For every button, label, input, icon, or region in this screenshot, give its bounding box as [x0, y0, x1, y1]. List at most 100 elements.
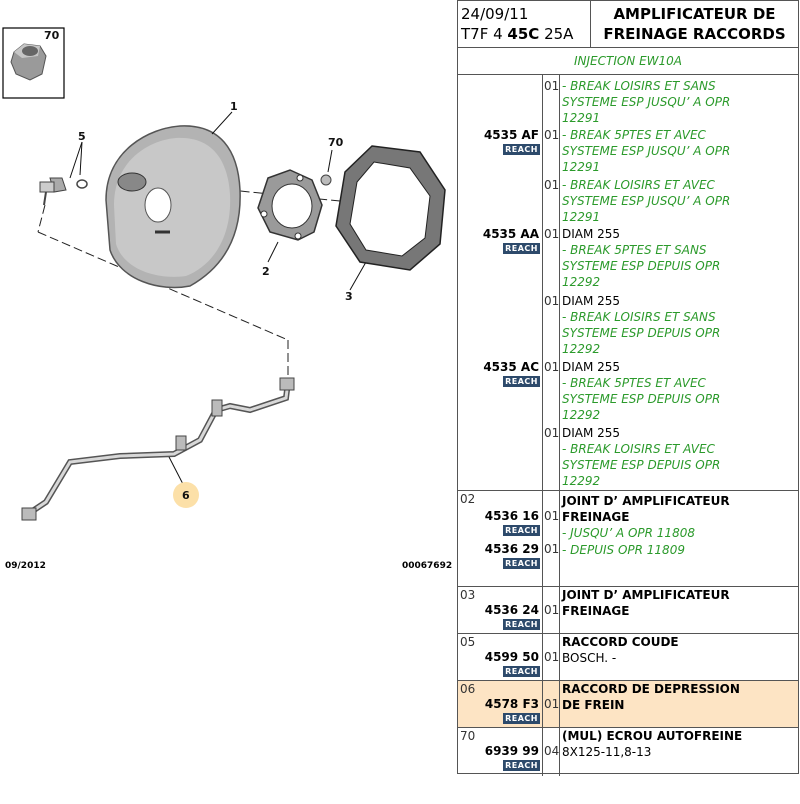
desc-line: RACCORD COUDE	[562, 635, 679, 649]
desc-line: - DEPUIS OPR 11809	[562, 543, 685, 557]
part-number[interactable]: 4599 50	[484, 650, 539, 664]
quantity: 01	[544, 79, 560, 93]
part-number[interactable]: 6939 99	[484, 744, 539, 758]
desc-line: SYSTEME ESP JUSQU’ A OPR	[562, 144, 731, 158]
desc-line: 12292	[562, 342, 601, 356]
part-number[interactable]: 4536 24	[484, 603, 539, 617]
desc-line: - BREAK 5PTES ET AVEC	[562, 128, 706, 142]
desc-line: SYSTEME ESP JUSQU’ A OPR	[562, 95, 731, 109]
header-meta: 24/09/11 T7F 4 45C 25A	[458, 1, 591, 47]
elbow-fitting	[39, 177, 88, 206]
item-index: 06	[460, 682, 476, 696]
callout-70: 70	[328, 136, 344, 149]
table-row[interactable]: 05 4599 50 REACH 01 RACCORD COUDE BOSCH.…	[458, 634, 798, 681]
header-code-bold: 45C	[507, 25, 540, 43]
header-code: T7F 4 45C 25A	[461, 24, 590, 44]
reach-badge: REACH	[503, 525, 540, 536]
callout-6-highlight[interactable]	[173, 482, 199, 508]
quantity: 01	[544, 542, 560, 556]
table-row[interactable]: 03 4536 24 REACH 01 JOINT D’ AMPLIFICATE…	[458, 587, 798, 634]
quantity: 01	[544, 294, 560, 308]
reach-badge: REACH	[503, 619, 540, 630]
reach-badge: REACH	[503, 666, 540, 677]
parts-diagram: 70	[2, 27, 453, 571]
small-nut-icon	[320, 174, 332, 186]
header-title: AMPLIFICATEUR DE FREINAGE RACCORDS	[591, 1, 798, 47]
nut-icon	[10, 43, 47, 81]
header-date: 24/09/11	[461, 5, 529, 23]
desc-line: 12291	[562, 210, 601, 224]
desc-line: DIAM 255	[562, 227, 621, 241]
diagram-ref: 00067692	[402, 561, 453, 571]
desc-line: - BREAK LOISIRS ET SANS	[562, 310, 716, 324]
desc-line: DE FREIN	[562, 698, 625, 712]
callout-6[interactable]: 6	[182, 489, 190, 502]
part-number[interactable]: 4535 AF	[483, 128, 539, 142]
desc-line: SYSTEME ESP DEPUIS OPR	[562, 259, 721, 273]
desc-line: - BREAK 5PTES ET AVEC	[562, 376, 706, 390]
engine-subheader: INJECTION EW10A	[458, 48, 798, 75]
reach-badge: REACH	[503, 243, 540, 254]
desc-line: 12292	[562, 474, 601, 488]
gasket-flange	[257, 169, 323, 241]
desc-line: BOSCH. -	[562, 651, 617, 665]
callout-3: 3	[345, 290, 353, 303]
desc-line: (MUL) ECROU AUTOFREINE	[562, 729, 743, 743]
header-title-line1: AMPLIFICATEUR DE	[613, 5, 776, 23]
quantity: 01	[544, 650, 560, 664]
desc-line: SYSTEME ESP DEPUIS OPR	[562, 326, 721, 340]
table-row[interactable]: 4535 AF REACH 4535 AA REACH 4535 AC REAC…	[458, 75, 798, 491]
reach-badge: REACH	[503, 713, 540, 724]
desc-line: SYSTEME ESP DEPUIS OPR	[562, 458, 721, 472]
header-title-line2: FREINAGE RACCORDS	[603, 25, 786, 43]
part-number[interactable]: 4536 29	[484, 542, 539, 556]
table-header: 24/09/11 T7F 4 45C 25A AMPLIFICATEUR DE …	[458, 1, 798, 48]
exploded-view-drawing: 70	[2, 27, 446, 521]
item-index: 70	[460, 729, 476, 743]
desc-line: JOINT D’ AMPLIFICATEUR	[562, 494, 730, 508]
diagram-date: 09/2012	[5, 561, 46, 571]
desc-line: DIAM 255	[562, 360, 621, 374]
desc-line: FREINAGE	[562, 604, 630, 618]
part-number[interactable]: 4578 F3	[484, 697, 539, 711]
part-number[interactable]: 4535 AC	[483, 360, 539, 374]
reach-badge: REACH	[503, 760, 540, 771]
reach-badge: REACH	[503, 558, 540, 569]
quantity: 01	[544, 178, 560, 192]
desc-line: FREINAGE	[562, 510, 630, 524]
table-row[interactable]: 70 6939 99 REACH 04 (MUL) ECROU AUTOFREI…	[458, 728, 798, 776]
reach-badge: REACH	[503, 376, 540, 387]
nut-inset: 70	[2, 27, 65, 99]
quantity: 01	[544, 603, 560, 617]
desc-line: - JUSQU’ A OPR 11808	[562, 526, 695, 540]
desc-line: DIAM 255	[562, 294, 621, 308]
quantity: 01	[544, 128, 560, 142]
table-row[interactable]: 02 4536 16 REACH 4536 29 REACH 01 01 JOI…	[458, 491, 798, 587]
item-index: 02	[460, 492, 476, 506]
desc-line: JOINT D’ AMPLIFICATEUR	[562, 588, 730, 602]
desc-line: RACCORD DE DEPRESSION	[562, 682, 740, 696]
desc-line: DIAM 255	[562, 426, 621, 440]
table-row-highlighted[interactable]: 06 4578 F3 REACH 01 RACCORD DE DEPRESSIO…	[458, 681, 798, 728]
quantity: 01	[544, 360, 560, 374]
desc-line: - BREAK 5PTES ET SANS	[562, 243, 707, 257]
desc-line: SYSTEME ESP DEPUIS OPR	[562, 392, 721, 406]
item-index: 03	[460, 588, 476, 602]
quantity: 04	[544, 744, 560, 758]
quantity: 01	[544, 697, 560, 711]
desc-line: 12292	[562, 275, 601, 289]
desc-line: SYSTEME ESP JUSQU’ A OPR	[562, 194, 731, 208]
reach-badge: REACH	[503, 144, 540, 155]
header-code-post: 25A	[539, 25, 574, 43]
desc-line: - BREAK LOISIRS ET AVEC	[562, 442, 715, 456]
parts-table: 24/09/11 T7F 4 45C 25A AMPLIFICATEUR DE …	[457, 0, 799, 776]
quantity: 01	[544, 426, 560, 440]
vacuum-pipe	[21, 377, 295, 521]
part-number[interactable]: 4535 AA	[482, 227, 539, 241]
desc-line: - BREAK LOISIRS ET SANS	[562, 79, 716, 93]
quantity: 01	[544, 227, 560, 241]
header-code-pre: T7F 4	[461, 25, 508, 43]
part-number[interactable]: 4536 16	[484, 509, 539, 523]
desc-line: 12291	[562, 111, 601, 125]
octagon-seal	[335, 145, 446, 271]
